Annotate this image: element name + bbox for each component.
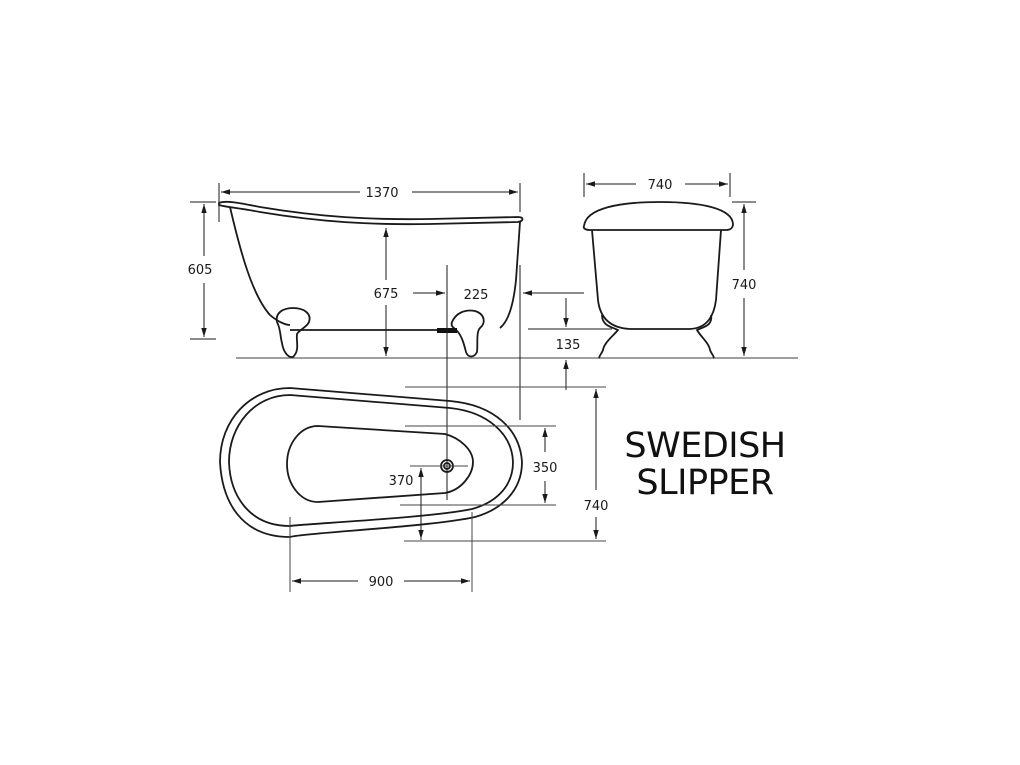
- end-rim: [582, 201, 734, 231]
- bath-rim: [218, 200, 524, 226]
- dim-base-length: 900: [369, 575, 394, 590]
- product-title: SWEDISH SLIPPER: [612, 428, 798, 502]
- dim-waste-offset: 225: [464, 288, 489, 303]
- plan-inner-rim: [228, 394, 514, 527]
- plan-basin: [286, 425, 474, 503]
- plan-view: [219, 387, 523, 538]
- dim-rim-height-end: 605: [188, 263, 213, 278]
- dim-waste-from-edge: 370: [389, 474, 414, 489]
- title-line-1: SWEDISH: [624, 426, 786, 466]
- dim-plan-width: 740: [584, 499, 609, 514]
- bath-body: [229, 206, 521, 331]
- dim-overall-length: 1370: [365, 186, 398, 201]
- end-elevation-view: [582, 201, 734, 359]
- end-foot-right: [695, 314, 715, 359]
- side-elevation-view: [218, 200, 524, 358]
- dim-end-width: 740: [648, 178, 673, 193]
- dim-foot-clearance: 135: [556, 338, 581, 353]
- end-body: [591, 229, 722, 330]
- dim-basin-width: 350: [533, 461, 558, 476]
- claw-foot-left: [275, 307, 311, 358]
- end-foot-left: [598, 314, 620, 359]
- claw-foot-right: [450, 309, 485, 358]
- plan-outer-rim: [219, 387, 523, 538]
- dim-end-height: 740: [732, 278, 757, 293]
- dim-waste-height: 675: [374, 287, 399, 302]
- title-line-2: SLIPPER: [636, 463, 774, 503]
